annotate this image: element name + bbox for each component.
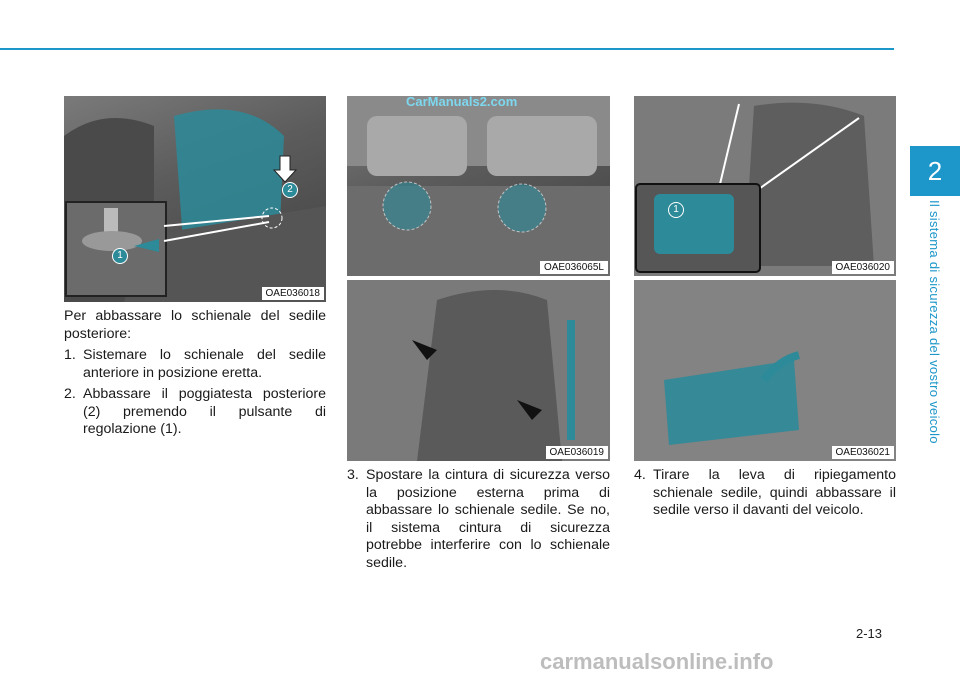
text-column-2: 3.Spostare la cintura di sicurezza verso… bbox=[347, 467, 610, 572]
callout-1: 1 bbox=[668, 202, 684, 218]
callout-2: 2 bbox=[282, 182, 298, 198]
figure-fold-lever: 1 OAE036020 bbox=[634, 96, 896, 276]
headrest-illustration bbox=[64, 109, 326, 302]
header-rule bbox=[0, 48, 894, 50]
seatbelt-illustration bbox=[347, 96, 610, 276]
folded-seat-illustration bbox=[634, 280, 896, 461]
figure-code: OAE036021 bbox=[831, 446, 894, 459]
figure-headrest: 1 2 OAE036018 bbox=[64, 96, 326, 302]
figure-rear-seat: OAE036019 bbox=[347, 280, 610, 461]
figure-code: OAE036065L bbox=[539, 261, 608, 274]
rear-seat-illustration bbox=[347, 280, 610, 461]
list-item: 1.Sistemare lo schienale del sedile ante… bbox=[64, 347, 326, 381]
figure-folded-seat: OAE036021 bbox=[634, 280, 896, 461]
list-item: 4.Tirare la leva di ripiegamento schiena… bbox=[634, 467, 896, 518]
figure-code: OAE036020 bbox=[831, 261, 894, 274]
list-item: 3.Spostare la cintura di sicurezza verso… bbox=[347, 467, 610, 571]
chapter-title: Il sistema di sicurezza del vostro veico… bbox=[927, 200, 942, 444]
intro-text: Per abbassare lo schienale del sedile po… bbox=[64, 308, 326, 342]
text-column-3: 4.Tirare la leva di ripiegamento schiena… bbox=[634, 467, 896, 520]
callout-1: 1 bbox=[112, 248, 128, 264]
figure-code: OAE036018 bbox=[261, 287, 324, 300]
list-item: 2.Abbassare il poggiatesta posteriore (2… bbox=[64, 386, 326, 437]
fold-lever-illustration bbox=[634, 96, 896, 276]
figure-code: OAE036019 bbox=[545, 446, 608, 459]
chapter-tab[interactable]: 2 bbox=[910, 146, 960, 196]
page-number: 2-13 bbox=[856, 626, 883, 641]
watermark-bottom[interactable]: carmanualsonline.info bbox=[540, 649, 774, 674]
watermark-top: CarManuals2.com bbox=[406, 94, 518, 109]
text-column-1: Per abbassare lo schienale del sedile po… bbox=[64, 308, 326, 439]
figure-seatbelt-anchors: OAE036065L bbox=[347, 96, 610, 276]
